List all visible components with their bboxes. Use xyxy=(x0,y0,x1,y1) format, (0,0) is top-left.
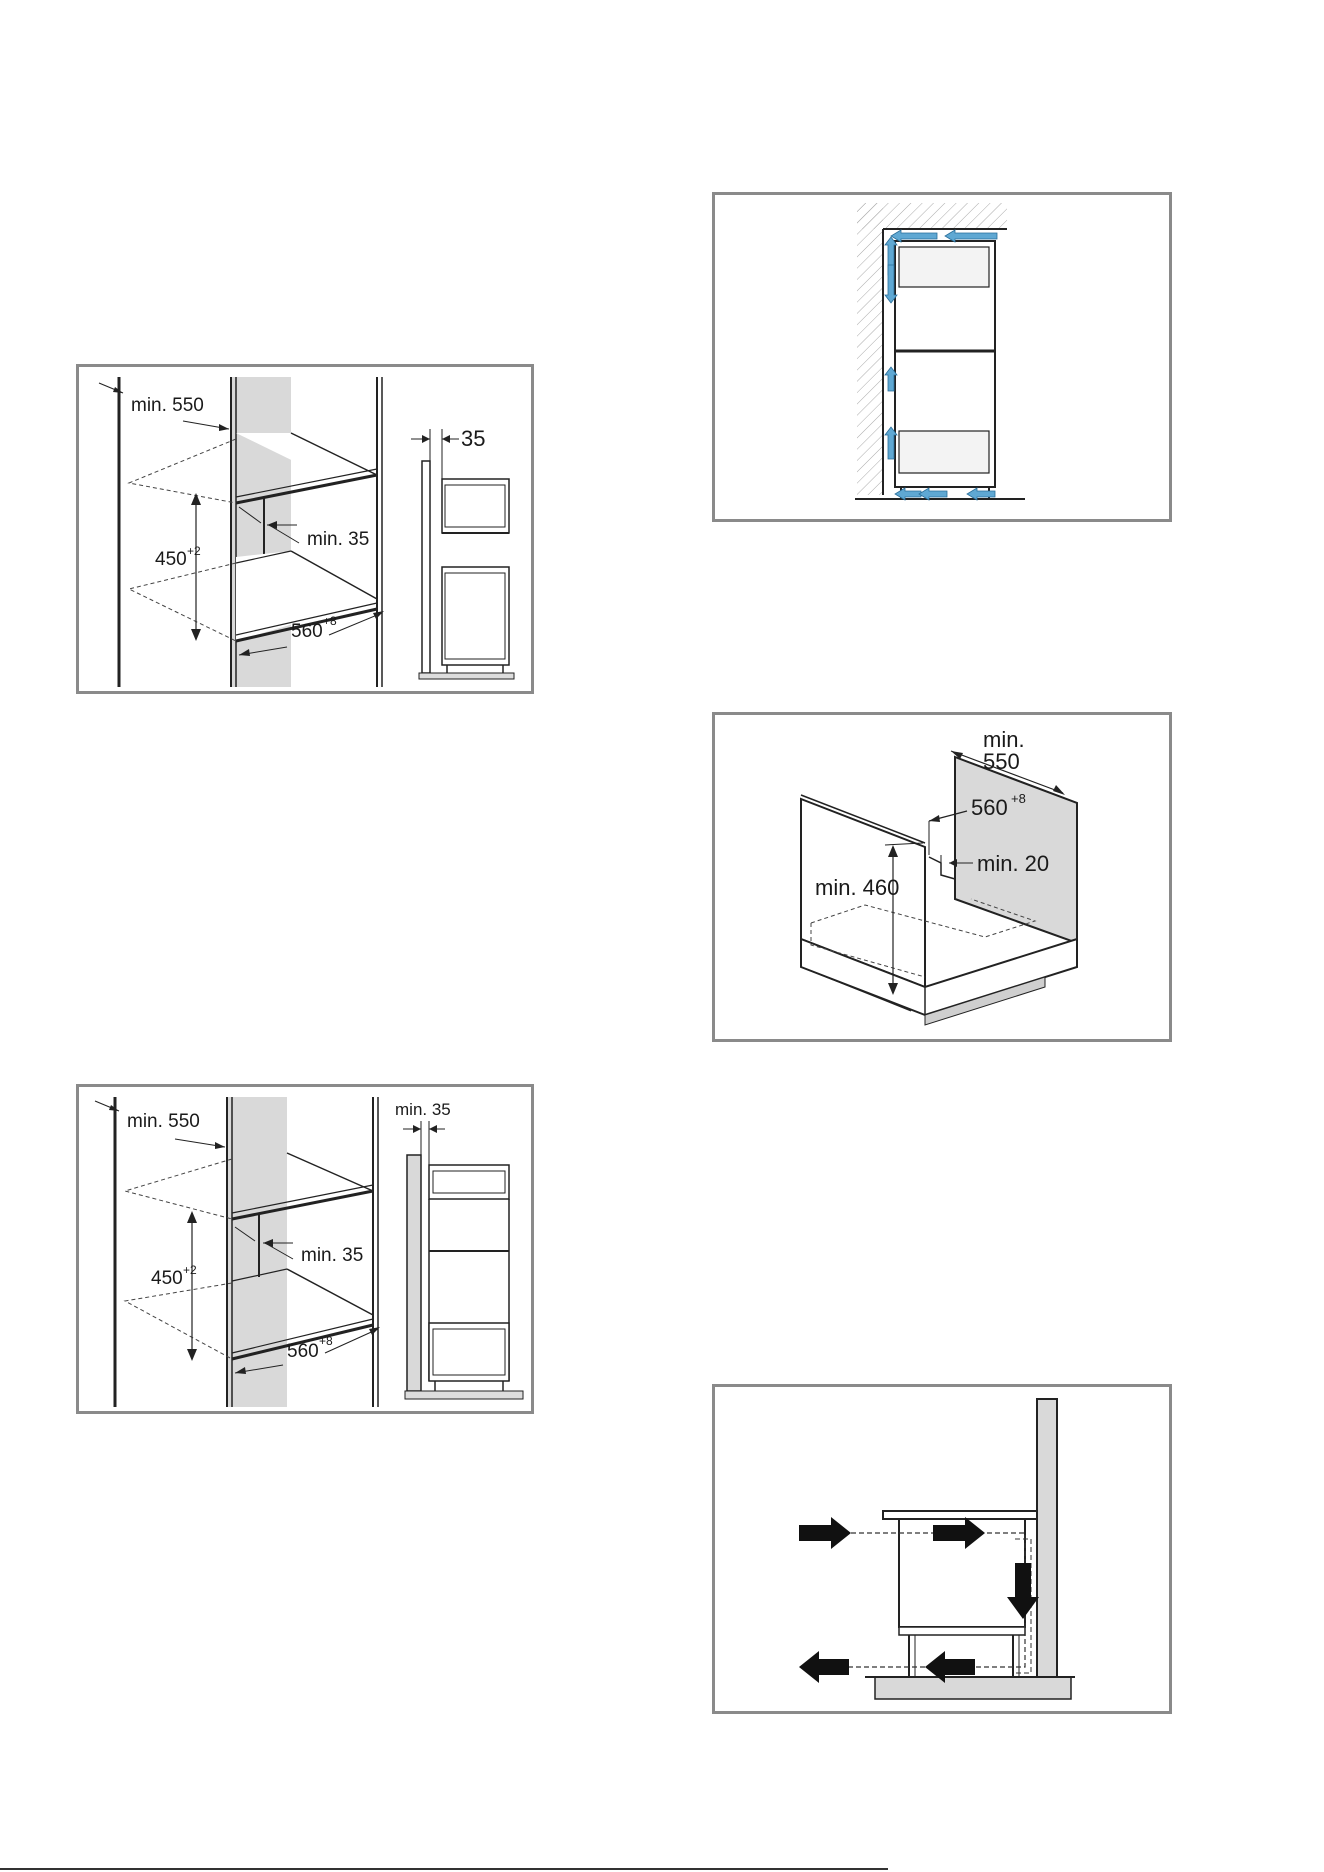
fig-a-height-tolerance: +2 xyxy=(187,544,201,558)
figure-base-cabinet-installation: min. 550 560 +8 min. 20 min. 460 xyxy=(712,712,1172,1042)
fig-b-height-label: 450 xyxy=(151,1268,183,1289)
fig-d-min20-label: min. 20 xyxy=(977,851,1049,876)
figure-ventilation-base-cabinet xyxy=(712,1384,1172,1714)
figure-cabinet-installation-a: min. 550 450 +2 min. 35 560 +8 xyxy=(76,364,534,694)
fig-b-min550-label: min. 550 xyxy=(127,1111,200,1132)
footer-rule xyxy=(0,1868,888,1870)
fig-a-width-tolerance: +8 xyxy=(323,614,337,628)
fig-a-min35-label: min. 35 xyxy=(307,529,369,550)
fig-a-height-label: 450 xyxy=(155,549,187,570)
fig-b-height-tolerance: +2 xyxy=(183,1263,197,1277)
fig-d-min460-label: min. 460 xyxy=(815,875,899,900)
fig-d-width-tolerance: +8 xyxy=(1011,791,1026,806)
fig-b-min35-top-label: min. 35 xyxy=(395,1100,451,1119)
fig-b-width-label: 560 xyxy=(287,1341,319,1362)
fig-a-width-label: 560 xyxy=(291,621,323,642)
fig-b-width-tolerance: +8 xyxy=(319,1334,333,1348)
figure-ventilation-tall-cabinet xyxy=(712,192,1172,522)
fig-a-gap-label: 35 xyxy=(461,426,485,451)
figure-e-drawing xyxy=(715,1387,1169,1711)
figure-b-drawing: min. 550 450 +2 min. 35 560 +8 xyxy=(79,1087,531,1411)
figure-c-drawing xyxy=(715,195,1169,519)
fig-a-min550-label: min. 550 xyxy=(131,395,204,416)
figure-d-drawing: min. 550 560 +8 min. 20 min. 460 xyxy=(715,715,1169,1039)
fig-b-min35-label: min. 35 xyxy=(301,1245,363,1266)
fig-d-width-label: 560 xyxy=(971,795,1008,820)
fig-d-min-line2: 550 xyxy=(983,749,1020,774)
figure-a-drawing: min. 550 450 +2 min. 35 560 +8 xyxy=(79,367,531,691)
figure-cabinet-installation-b: min. 550 450 +2 min. 35 560 +8 xyxy=(76,1084,534,1414)
